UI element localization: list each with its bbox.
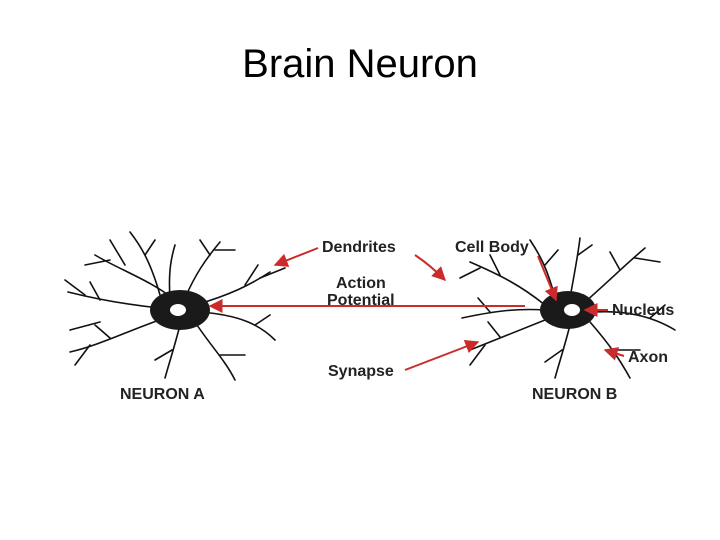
cell-body-arrow-left	[414, 254, 446, 281]
axon-label: Axon	[628, 349, 668, 366]
cell-body-label: Cell Body	[455, 239, 529, 256]
cell-body-arrow	[537, 255, 558, 302]
dendrites-label: Dendrites	[322, 239, 396, 256]
neuron-a-shape	[64, 231, 286, 381]
annotation-arrows	[208, 247, 625, 371]
dendrites-arrow	[273, 247, 319, 267]
synapse-label: Synapse	[328, 363, 394, 380]
axon-arrow	[603, 347, 625, 361]
action-label: Action	[336, 275, 386, 292]
nucleus-label: Nucleus	[612, 302, 674, 319]
page-title: Brain Neuron	[242, 42, 478, 86]
neuron-b-label: NEURON B	[532, 386, 617, 403]
neuron-a-label: NEURON A	[120, 386, 205, 403]
potential-label: Potential	[327, 292, 395, 309]
synapse-arrow	[404, 339, 480, 371]
